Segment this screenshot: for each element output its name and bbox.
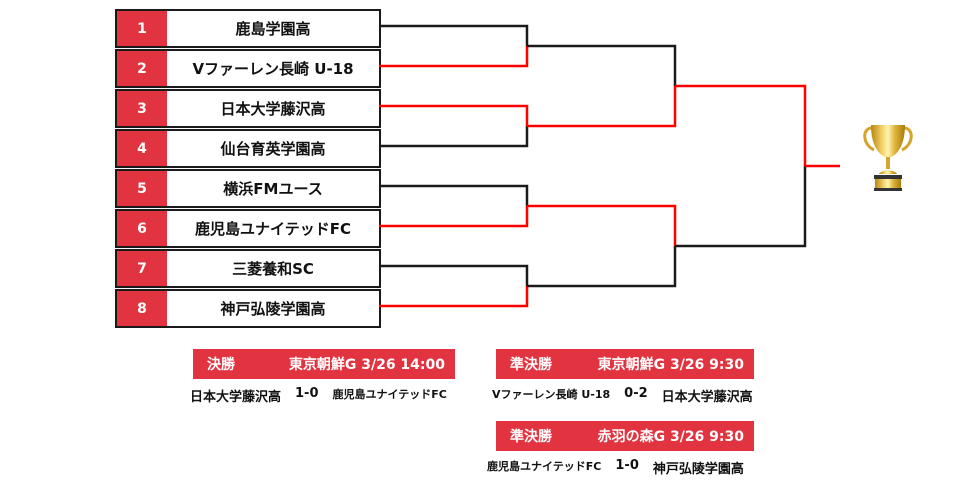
seed-number: 1 [117,11,167,46]
venue-datetime: 東京朝鮮G 3/26 14:00 [288,357,445,373]
home-team: Vファーレン長崎 U-18 [492,388,611,401]
venue-datetime: 赤羽の森G 3/26 9:30 [597,429,744,445]
team-name: 仙台育英学園高 [220,140,326,158]
team-name: 神戸弘陵学園高 [220,300,326,318]
seed-number: 6 [117,211,167,246]
match-score: 0-2 [624,386,648,401]
team-entry-2: 2 Vファーレン長崎 U-18 [115,49,381,88]
trophy-icon [862,122,914,194]
home-team: 鹿児島ユナイテッドFC [487,460,602,473]
round-label: 準決勝 [510,357,552,373]
team-entry-6: 6 鹿児島ユナイテッドFC [115,209,381,248]
team-entry-8: 8 神戸弘陵学園高 [115,289,381,328]
team-entry-5: 5 横浜FMユース [115,169,381,208]
team-entry-3: 3 日本大学藤沢高 [115,89,381,128]
seed-number: 7 [117,251,167,286]
away-team: 神戸弘陵学園高 [652,462,744,477]
match-score: 1-0 [295,386,319,401]
team-name: 鹿島学園高 [235,20,311,38]
seed-number: 3 [117,91,167,126]
team-name: Vファーレン長崎 U-18 [192,60,354,78]
semifinal-1-header: 準決勝 東京朝鮮G 3/26 9:30 [496,349,754,379]
team-name: 横浜FMユース [223,180,323,198]
away-team: 鹿児島ユナイテッドFC [332,388,447,401]
team-entry-1: 1 鹿島学園高 [115,9,381,48]
seed-number: 2 [117,51,167,86]
match-score: 1-0 [615,458,639,473]
round-label: 決勝 [207,357,235,373]
round-label: 準決勝 [510,429,552,445]
home-team: 日本大学藤沢高 [190,390,282,405]
venue-datetime: 東京朝鮮G 3/26 9:30 [597,357,744,373]
team-entry-4: 4 仙台育英学園高 [115,129,381,168]
seed-number: 8 [117,291,167,326]
semifinal-1-result: Vファーレン長崎 U-18 0-2 日本大学藤沢高 [492,386,753,405]
team-entry-7: 7 三菱養和SC [115,249,381,288]
seed-number: 4 [117,131,167,166]
seed-number: 5 [117,171,167,206]
semifinal-2-result: 鹿児島ユナイテッドFC 1-0 神戸弘陵学園高 [487,458,744,477]
final-match-result: 日本大学藤沢高 1-0 鹿児島ユナイテッドFC [190,386,447,405]
team-name: 鹿児島ユナイテッドFC [195,220,351,238]
team-name: 三菱養和SC [232,260,314,278]
final-match-header: 決勝 東京朝鮮G 3/26 14:00 [193,349,455,379]
away-team: 日本大学藤沢高 [661,390,753,405]
semifinal-2-header: 準決勝 赤羽の森G 3/26 9:30 [496,421,754,451]
team-name: 日本大学藤沢高 [220,100,326,118]
